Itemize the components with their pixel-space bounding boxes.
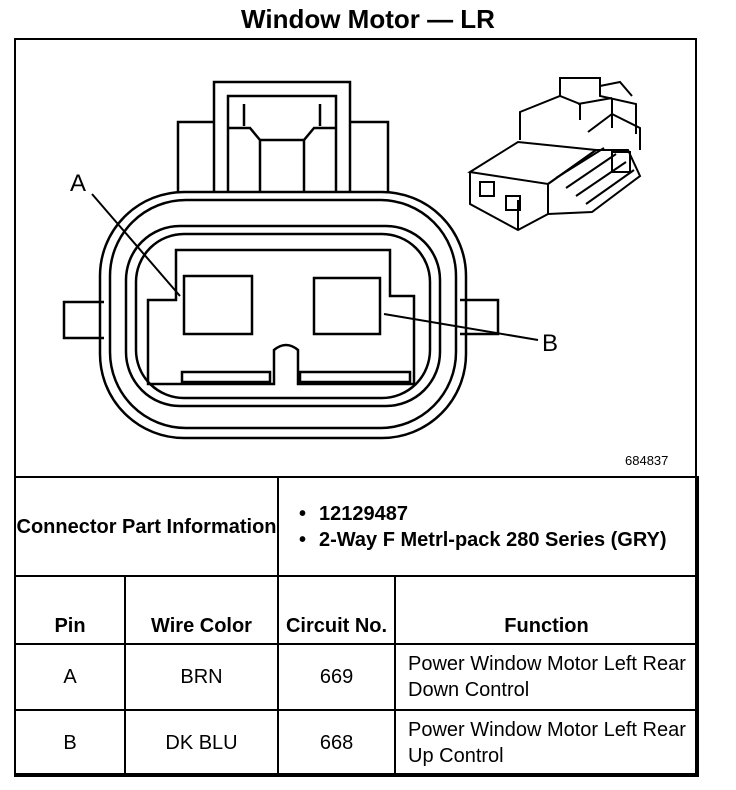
function-cell: Power Window Motor Left Rear Up Control xyxy=(394,709,700,777)
connector-part-label: Connector Part Information xyxy=(13,476,280,577)
wire-color-cell: DK BLU xyxy=(123,709,280,777)
side-tabs xyxy=(62,298,500,340)
header-function: Function xyxy=(394,575,700,645)
callout-label-a: A xyxy=(70,170,87,197)
figure-number: 684837 xyxy=(625,453,669,468)
connector-part-number: 12129487 xyxy=(299,501,697,527)
connector-diagram xyxy=(62,77,642,440)
pin-cell: A xyxy=(14,643,126,711)
circuit-cell: 668 xyxy=(277,709,397,777)
function-cell: Power Window Motor Left Rear Down Contro… xyxy=(394,643,700,711)
callout-label-b: B xyxy=(542,330,559,357)
connector-illustration xyxy=(467,77,642,232)
callout-line-b xyxy=(383,313,539,341)
connector-part-description: 2-Way F Metrl-pack 280 Series (GRY) xyxy=(299,527,697,553)
terminal-cavity-a xyxy=(182,274,254,336)
header-pin: Pin xyxy=(14,575,126,645)
table-row: A BRN 669 Power Window Motor Left Rear D… xyxy=(14,643,700,711)
header-circuit: Circuit No. xyxy=(277,575,397,645)
connector-face xyxy=(146,248,416,386)
table-header-row: Pin Wire Color Circuit No. Function xyxy=(14,575,700,645)
page-title: Window Motor — LR xyxy=(241,4,495,34)
circuit-cell: 669 xyxy=(277,643,397,711)
callout-line-a xyxy=(91,193,181,297)
connector-info-table: Connector Part Information 12129487 2-Wa… xyxy=(13,476,700,777)
header-wire-color: Wire Color xyxy=(123,575,280,645)
connector-part-row: Connector Part Information 12129487 2-Wa… xyxy=(13,476,700,577)
table-row: B DK BLU 668 Power Window Motor Left Rea… xyxy=(14,709,700,777)
pin-cell: B xyxy=(14,709,126,777)
latch-tab xyxy=(176,80,390,192)
connector-housing xyxy=(98,190,468,440)
connector-part-values: 12129487 2-Way F Metrl-pack 280 Series (… xyxy=(277,476,700,577)
terminal-cavity-b xyxy=(312,276,382,336)
wire-color-cell: BRN xyxy=(123,643,280,711)
